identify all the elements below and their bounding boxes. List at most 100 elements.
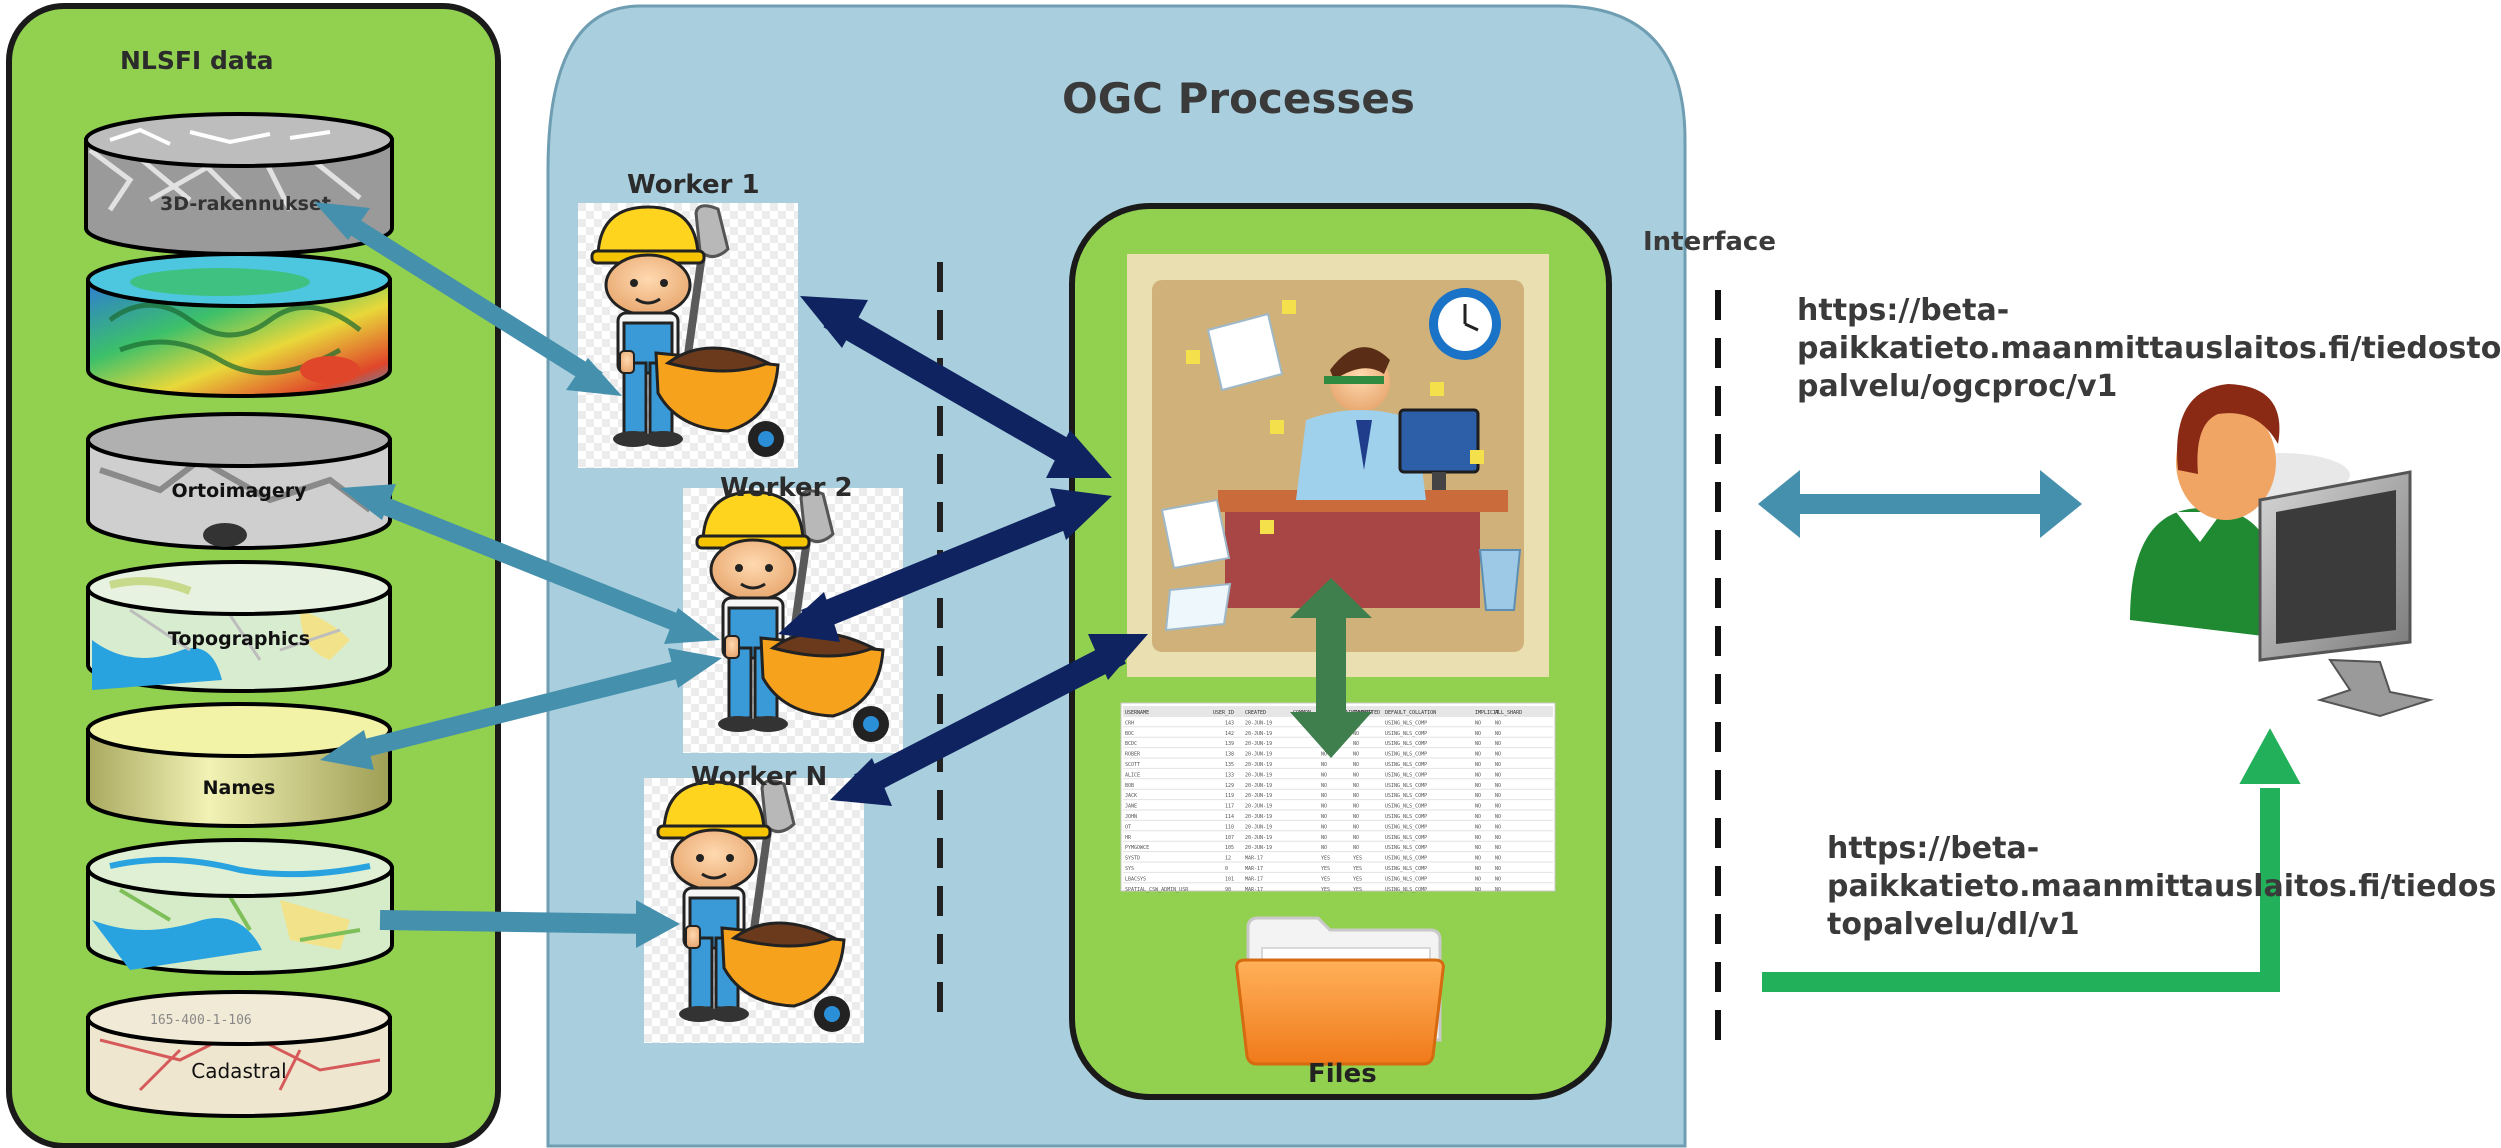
table-cell: BOB — [1125, 783, 1134, 789]
table-cell: 107 — [1225, 835, 1234, 841]
layer-label-orthoimagery: Ortoimagery — [171, 480, 307, 502]
table-cell: NO — [1475, 762, 1481, 768]
download-url[interactable]: https://beta- paikkatieto.maanmittauslai… — [1827, 831, 2497, 942]
table-cell: MAR-17 — [1245, 876, 1263, 882]
table-cell: NO — [1321, 845, 1327, 851]
table-cell: NO — [1495, 762, 1501, 768]
table-cell: 129 — [1225, 783, 1234, 789]
table-cell: BOC — [1125, 731, 1134, 737]
arrow-interface-user — [1758, 470, 2082, 538]
arrow-download-user — [1762, 719, 2308, 997]
table-cell: NO — [1321, 835, 1327, 841]
table-cell: USING_NLS_COMP — [1385, 772, 1427, 778]
table-cell: USING_NLS_COMP — [1385, 876, 1427, 882]
table-header-cell: USERNAME — [1125, 710, 1149, 716]
table-header-cell: DEFAULT_COLLATION — [1385, 710, 1436, 716]
table-cell: NO — [1321, 762, 1327, 768]
table-cell: NO — [1495, 741, 1501, 747]
arrow-worker2-process — [778, 488, 1112, 642]
worker-n-label: Worker N — [691, 762, 828, 792]
worker-1-label: Worker 1 — [627, 170, 760, 200]
table-cell: 20-JUN-19 — [1245, 824, 1272, 830]
layer-label-names: Names — [203, 777, 276, 799]
table-cell: NO — [1321, 804, 1327, 810]
table-cell: NO — [1495, 752, 1501, 758]
worker-n-icon — [642, 776, 866, 1045]
arrow-map-workern — [379, 900, 680, 948]
table-cell: 20-JUN-19 — [1245, 752, 1272, 758]
table-cell: OT — [1125, 824, 1131, 830]
table-cell: NO — [1475, 845, 1481, 851]
table-cell: 20-JUN-19 — [1245, 741, 1272, 747]
table-cell: YES — [1353, 887, 1362, 893]
table-cell: NO — [1353, 804, 1359, 810]
table-cell: 20-JUN-19 — [1245, 814, 1272, 820]
files-label: Files — [1308, 1059, 1377, 1089]
table-cell: NO — [1353, 845, 1359, 851]
table-cell: PYMGOWCE — [1125, 845, 1149, 851]
table-cell: NO — [1495, 793, 1501, 799]
table-cell: USING_NLS_COMP — [1385, 845, 1427, 851]
table-header-cell: IMPLICIT — [1475, 710, 1499, 716]
layer-label-cadastral: Cadastral — [191, 1059, 286, 1083]
table-cell: YES — [1321, 866, 1330, 872]
table-cell: NO — [1353, 814, 1359, 820]
svg-text:165-400-1-106: 165-400-1-106 — [150, 1013, 252, 1028]
table-cell: 135 — [1225, 762, 1234, 768]
table-cell: NO — [1321, 814, 1327, 820]
table-cell: NO — [1353, 762, 1359, 768]
table-cell: 133 — [1225, 772, 1234, 778]
table-cell: NO — [1353, 783, 1359, 789]
table-header-cell: CREATED — [1245, 710, 1266, 716]
table-cell: USING_NLS_COMP — [1385, 762, 1427, 768]
table-cell: NO — [1495, 887, 1501, 893]
table-cell: USING_NLS_COMP — [1385, 783, 1427, 789]
table-cell: SPATIAL_CSW_ADMIN_USR — [1125, 887, 1189, 893]
table-cell: USING_NLS_COMP — [1385, 793, 1427, 799]
table-cell: NO — [1495, 845, 1501, 851]
table-cell: NO — [1353, 731, 1359, 737]
dem-icon — [86, 252, 392, 398]
table-cell: 142 — [1225, 731, 1234, 737]
table-cell: 0 — [1225, 866, 1228, 872]
arrow-3d-worker1 — [314, 202, 622, 396]
table-cell: NO — [1475, 866, 1481, 872]
table-header-cell: ALL_SHARD — [1495, 710, 1522, 716]
table-cell: NO — [1495, 720, 1501, 726]
table-cell: YES — [1321, 876, 1330, 882]
arrow-worker1-process — [800, 296, 1112, 478]
table-cell: BCDC — [1125, 741, 1137, 747]
table-cell: NO — [1475, 783, 1481, 789]
table-cell: LBACSYS — [1125, 876, 1146, 882]
table-cell: USING_NLS_COMP — [1385, 804, 1427, 810]
table-cell: USING_NLS_COMP — [1385, 887, 1427, 893]
table-cell: 119 — [1225, 793, 1234, 799]
table-cell: MAR-17 — [1245, 856, 1263, 862]
table-cell: NO — [1495, 804, 1501, 810]
layer-label-topographics: Topographics — [168, 628, 310, 650]
table-cell: MAR-17 — [1245, 866, 1263, 872]
table-cell: 20-JUN-19 — [1245, 720, 1272, 726]
table-cell: 138 — [1225, 752, 1234, 758]
table-cell: USING_NLS_COMP — [1385, 835, 1427, 841]
table-cell: 20-JUN-19 — [1245, 762, 1272, 768]
worker-2-label: Worker 2 — [720, 473, 853, 503]
table-cell: 110 — [1225, 824, 1234, 830]
table-cell: 20-JUN-19 — [1245, 731, 1272, 737]
names-icon — [86, 702, 392, 828]
table-cell: NO — [1495, 772, 1501, 778]
table-cell: NO — [1495, 866, 1501, 872]
table-cell: NO — [1495, 876, 1501, 882]
table-cell: NO — [1321, 772, 1327, 778]
table-cell: 101 — [1225, 876, 1234, 882]
ogcproc-url[interactable]: https://beta- paikkatieto.maanmittauslai… — [1797, 293, 2501, 404]
nlsfi-title: NLSFI data — [120, 46, 274, 75]
table-cell: 114 — [1225, 814, 1234, 820]
table-cell: USING_NLS_COMP — [1385, 824, 1427, 830]
table-cell: MAR-17 — [1245, 887, 1263, 893]
table-cell: HR — [1125, 835, 1132, 841]
table-cell: NO — [1495, 824, 1501, 830]
table-cell: 105 — [1225, 845, 1234, 851]
table-cell: NO — [1353, 793, 1359, 799]
table-cell: NO — [1475, 741, 1481, 747]
